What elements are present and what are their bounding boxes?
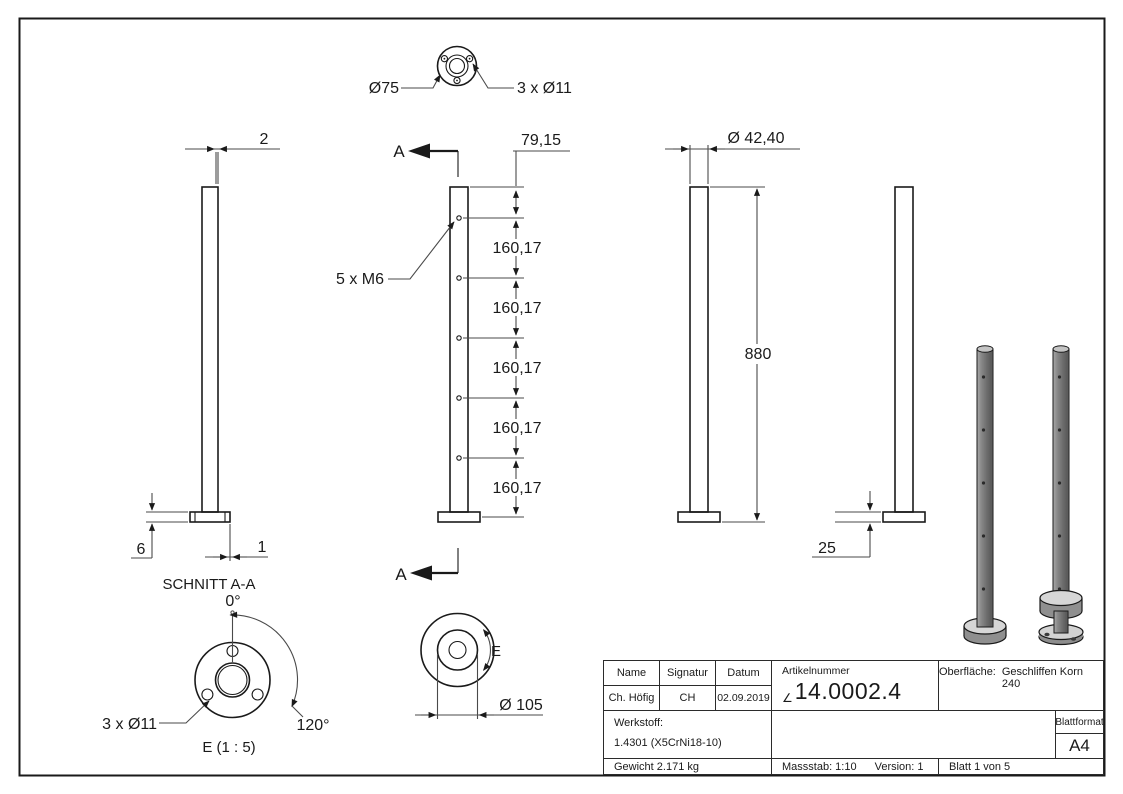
section-a-a-view: SCHNITT A-A 0° 120° 3 x Ø11 E (1 : 5) <box>102 576 329 756</box>
post-3d-flat-base <box>963 345 1007 645</box>
dim-label-angle-zero: 0° <box>225 593 240 610</box>
empty-cell <box>771 710 1056 759</box>
signatur-value-cell: CH <box>659 685 716 711</box>
section-mark-bottom: A <box>395 565 407 584</box>
post-3d-flange-base <box>1038 345 1084 646</box>
massstab-cell: Massstab: 1:10 Version: 1 <box>771 758 939 775</box>
artikelnummer-prefix-symbol: ∠ <box>782 691 793 705</box>
bottom-view: E Ø 105 <box>415 612 543 719</box>
oberflaeche-cell: Oberfläche: Geschliffen Korn 240 <box>938 660 1104 711</box>
gewicht-value: Gewicht 2.171 kg <box>614 760 699 773</box>
artikelnummer-label: Artikelnummer <box>782 665 850 677</box>
signatur-value: CH <box>679 692 696 704</box>
dim-label-tube-dia: Ø 42,40 <box>728 130 785 147</box>
blattformat-value-cell: A4 <box>1055 733 1104 759</box>
dim-label-spacing-5: 160,17 <box>493 480 542 497</box>
name-label-cell: Name <box>603 660 660 686</box>
top-view: Ø75 3 x Ø11 <box>369 45 572 97</box>
side-view-height: Ø 42,40 880 <box>665 130 800 523</box>
blattformat-value: A4 <box>1069 736 1090 755</box>
datum-label: Datum <box>727 667 760 679</box>
side-view-plate: 25 <box>812 186 926 558</box>
sheet-frame <box>18 17 1106 777</box>
blatt-cell: Blatt 1 von 5 <box>938 758 1104 775</box>
blattformat-label: Blattformat <box>1055 716 1104 728</box>
werkstoff-value: 1.4301 (X5CrNi18-10) <box>614 737 722 749</box>
section-title: SCHNITT A-A <box>162 576 255 593</box>
oberflaeche-label: Oberfläche: <box>939 666 996 678</box>
werkstoff-cell: Werkstoff: 1.4301 (X5CrNi18-10) <box>603 710 772 759</box>
left-elevation-view: 2 6 1 <box>131 131 280 561</box>
dim-label-plate-height: 6 <box>137 541 146 558</box>
dim-label-thread: 5 x M6 <box>336 271 384 288</box>
name-value: Ch. Höfig <box>608 692 655 704</box>
dim-label-spacing-3: 160,17 <box>493 360 542 377</box>
dim-label-spacing-1: 160,17 <box>493 240 542 257</box>
version-value: Version: 1 <box>874 760 924 773</box>
name-value-cell: Ch. Höfig <box>603 685 660 711</box>
signatur-label-cell: Signatur <box>659 660 716 686</box>
name-label: Name <box>616 667 647 679</box>
dim-label-top-spacing: 79,15 <box>521 132 561 149</box>
massstab-value: Massstab: 1:10 <box>782 760 857 773</box>
blattformat-label-cell: Blattformat <box>1055 710 1104 734</box>
datum-value: 02.09.2019 <box>717 692 770 704</box>
datum-value-cell: 02.09.2019 <box>715 685 772 711</box>
artikelnummer-value: 14.0002.4 <box>794 678 902 704</box>
detail-scale-label: E (1 : 5) <box>202 739 255 756</box>
blatt-value: Blatt 1 von 5 <box>949 760 1011 773</box>
dim-label-holes-top: 3 x Ø11 <box>517 80 572 97</box>
dim-label-holes-section: 3 x Ø11 <box>102 716 157 733</box>
dim-label-plate: 25 <box>818 540 836 557</box>
dim-label-wall: 2 <box>260 131 269 148</box>
dim-label-edge-offset: 1 <box>258 539 267 556</box>
dim-label-spacing-4: 160,17 <box>493 420 542 437</box>
signatur-label: Signatur <box>667 667 708 679</box>
dim-label-flange-dia-bottom: Ø 105 <box>499 697 543 714</box>
dim-label-flange-dia-top: Ø75 <box>369 80 399 97</box>
title-block: Name Signatur Datum Ch. Höfig CH 02.09.2… <box>603 660 1104 775</box>
detail-mark-label: E <box>491 643 501 660</box>
front-elevation-view: A A 79,15 160, <box>336 132 570 584</box>
datum-label-cell: Datum <box>715 660 772 686</box>
oberflaeche-value: Geschliffen Korn 240 <box>1001 666 1083 690</box>
werkstoff-label: Werkstoff: <box>614 717 664 729</box>
section-mark-top: A <box>393 142 405 161</box>
artikelnummer-cell: Artikelnummer ∠ 14.0002.4 <box>771 660 939 711</box>
gewicht-cell: Gewicht 2.171 kg <box>603 758 772 775</box>
dim-label-height: 880 <box>745 346 772 363</box>
dim-label-spacing-2: 160,17 <box>493 300 542 317</box>
dim-label-angle-pitch: 120° <box>296 717 329 734</box>
